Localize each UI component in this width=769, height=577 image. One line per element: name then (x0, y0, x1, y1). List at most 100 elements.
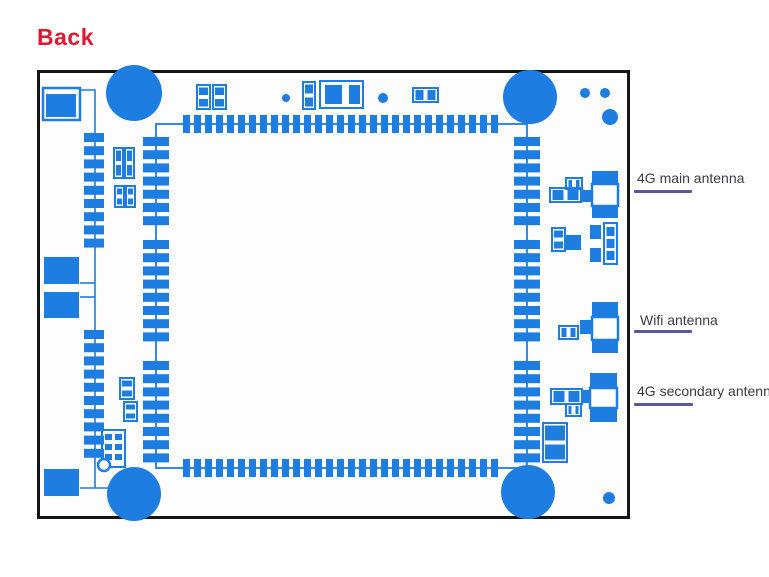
smd-pad (271, 115, 278, 133)
smd-pad (143, 150, 169, 160)
smd-pad (514, 306, 540, 315)
small-ic-outline (101, 429, 126, 468)
smd-pad (143, 361, 169, 370)
smd-pad (84, 330, 104, 339)
smd-pad (458, 115, 465, 133)
two-pad-component (412, 87, 439, 103)
smd-pad (458, 459, 465, 477)
connector-outline (41, 86, 82, 122)
smd-pad (575, 406, 579, 414)
smd-pad (392, 115, 399, 133)
two-pad-component (212, 84, 227, 110)
smd-pad (337, 115, 344, 133)
smd-pad (553, 391, 565, 402)
via-dot (603, 492, 615, 504)
annotation-underline (634, 403, 693, 406)
smd-pad (514, 137, 540, 146)
smd-pad (205, 115, 212, 133)
smd-pad (143, 253, 169, 263)
smd-pad (199, 99, 208, 107)
smd-pad (552, 190, 564, 200)
connector-pad (46, 94, 76, 117)
smd-pad (576, 180, 580, 187)
smd-pad (143, 266, 169, 276)
smd-pad (425, 459, 432, 477)
smd-pad (381, 459, 388, 477)
smd-pad (293, 459, 300, 477)
via-dot (282, 94, 290, 102)
smd-pad (514, 203, 540, 212)
annotation-underline (634, 190, 692, 193)
smd-pad (84, 435, 104, 445)
smd-pad (359, 459, 366, 477)
smd-pad (194, 115, 201, 133)
antenna-pad-body (588, 386, 619, 410)
smd-pad (117, 188, 122, 195)
smd-pad (143, 163, 169, 173)
smd-pad (480, 459, 487, 477)
smd-pad (514, 240, 540, 249)
smd-pad (514, 387, 540, 397)
smd-pad (491, 115, 498, 133)
annotation-underline (634, 330, 692, 333)
smd-components (41, 80, 620, 496)
smd-pad (606, 239, 615, 248)
via-dot (602, 109, 618, 125)
smd-pad (514, 150, 540, 160)
smd-pad (84, 199, 104, 208)
antenna-pad (592, 206, 618, 218)
two-pad-component (558, 325, 579, 340)
smd-pad (606, 227, 615, 236)
antenna-pad-body (590, 315, 620, 342)
smd-pad (282, 115, 289, 133)
smd-pad (122, 380, 132, 387)
smd-pad (143, 176, 169, 186)
two-pad-component (565, 403, 582, 417)
antenna-pad (592, 340, 618, 353)
smd-pad (590, 248, 601, 262)
smd-pad (514, 361, 540, 370)
smd-pad (514, 176, 540, 186)
two-pad-component (124, 147, 135, 179)
smd-pad (570, 328, 576, 337)
via-dot (580, 88, 590, 98)
smd-pad (425, 115, 432, 133)
smd-pad (84, 159, 104, 169)
smd-pad (514, 216, 540, 226)
smd-pad (216, 459, 223, 477)
smd-pad (128, 198, 133, 205)
smd-pad (105, 454, 112, 460)
smd-pad (84, 212, 104, 222)
smd-pad (143, 332, 169, 342)
smd-pad (305, 97, 313, 107)
smd-pad (545, 425, 565, 441)
smd-pad (514, 427, 540, 436)
smd-pad (325, 85, 342, 104)
crystal-outline (319, 80, 364, 109)
smd-pad (216, 115, 223, 133)
smd-pad (282, 459, 289, 477)
smd-pad (115, 444, 122, 450)
smd-pad (105, 444, 112, 450)
smd-pad (122, 390, 132, 397)
antenna-feed-tab (582, 390, 590, 403)
two-pad-component (196, 84, 211, 110)
smd-pad (115, 454, 122, 460)
smd-pad (305, 84, 313, 94)
smd-pad (143, 440, 169, 450)
smd-pad (427, 90, 436, 100)
smd-pad (514, 189, 540, 199)
two-pad-component (125, 185, 136, 208)
smd-pad (227, 459, 234, 477)
smd-pad (126, 404, 135, 410)
smd-pad (249, 459, 256, 477)
smd-pad (514, 332, 540, 342)
smd-pad (238, 459, 245, 477)
antenna-feed-tab (581, 190, 592, 202)
smd-pad (143, 279, 169, 289)
mounting-hole (106, 65, 162, 121)
smd-pad (143, 387, 169, 397)
smd-pad (514, 266, 540, 276)
antenna-feed-tab (580, 320, 592, 334)
smd-pad (215, 99, 224, 107)
